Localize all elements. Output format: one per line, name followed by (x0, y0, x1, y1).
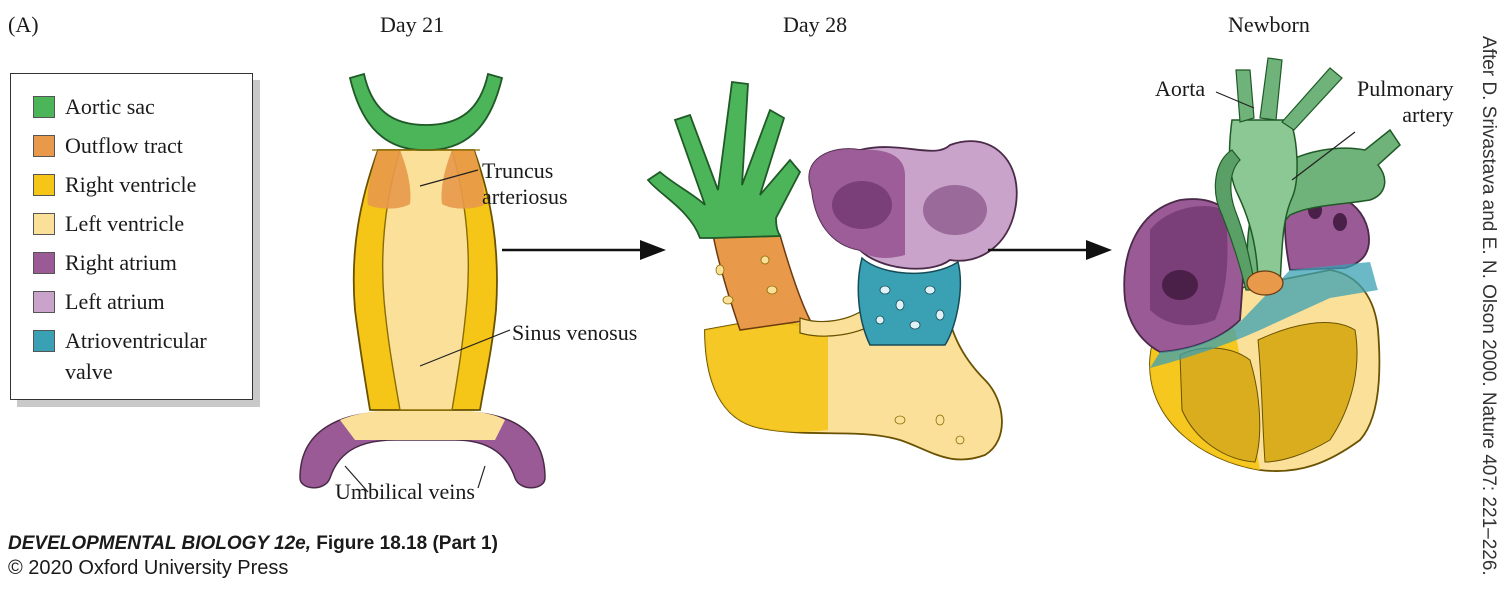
legend-label: Aortic sac (65, 94, 155, 119)
day21-aortic-sac (348, 72, 504, 151)
legend-swatch (33, 96, 55, 118)
leader-pulmonary (1291, 131, 1356, 181)
label-pulmonary-artery: Pulmonary artery (1357, 76, 1454, 127)
legend-label: Left ventricle (65, 211, 185, 236)
panel-label: (A) (8, 12, 39, 37)
legend-item-outflow-tract: Outflow tract (33, 130, 243, 161)
day28-valve-dots (875, 285, 945, 330)
book-title: DEVELOPMENTAL BIOLOGY 12e, (8, 533, 312, 554)
newborn-outflow (1246, 270, 1284, 296)
day28-trabeculae (715, 255, 965, 445)
source-credit: After D. Srivastava and E. N. Olson 2000… (1478, 36, 1499, 576)
day21-heart-tube (299, 72, 546, 489)
color-legend: Aortic sac Outflow tract Right ventricle… (10, 73, 253, 400)
newborn-lv-trabeculae (1257, 322, 1358, 463)
arrow-day21-to-day28 (502, 240, 666, 260)
day28-ra-opening (832, 181, 892, 229)
legend-label: Right ventricle (65, 172, 197, 197)
newborn-aortic-branch-1 (1235, 69, 1255, 123)
newborn-rv-trabeculae (1179, 347, 1261, 463)
legend-item-right-ventricle: Right ventricle (33, 169, 243, 200)
label-aorta: Aorta (1155, 76, 1206, 101)
stage-label-newborn: Newborn (1228, 12, 1310, 37)
legend-item-right-atrium: Right atrium (33, 247, 243, 278)
legend-swatch (33, 174, 55, 196)
leader-umbilical-right (477, 465, 486, 489)
legend-item-left-ventricle: Left ventricle (33, 208, 243, 239)
day28-right-ventricle (705, 320, 828, 432)
legend-label: Atrioventricular valve (65, 328, 207, 384)
legend-swatch (33, 291, 55, 313)
stage-label-day21: Day 21 (380, 12, 445, 37)
figure-caption: DEVELOPMENTAL BIOLOGY 12e, Figure 18.18 … (8, 533, 498, 555)
legend-item-av-valve: Atrioventricular valve (33, 325, 243, 387)
day28-av-valve (857, 256, 962, 346)
newborn-ra-opening (1162, 270, 1198, 300)
legend-label: Right atrium (65, 250, 177, 275)
day28-looped-heart (646, 80, 1018, 461)
day21-inner-lumen (381, 149, 470, 411)
leader-sinus (419, 329, 511, 367)
day28-la-opening (923, 185, 987, 235)
stage-label-day28: Day 28 (783, 12, 848, 37)
newborn-aortic-branch-2 (1259, 57, 1283, 121)
newborn-aortic-branch-3 (1281, 67, 1343, 131)
legend-label: Left atrium (65, 289, 165, 314)
label-umbilical-veins: Umbilical veins (335, 479, 475, 504)
legend-swatch (33, 252, 55, 274)
arrow-day28-to-newborn (988, 240, 1112, 260)
leader-umbilical-left (344, 465, 369, 493)
day21-sinus-region (340, 410, 505, 440)
label-truncus-arteriosus: Truncus arteriosus (482, 158, 568, 209)
legend-swatch (33, 135, 55, 157)
day28-outflow-tract (712, 234, 812, 331)
legend-swatch (33, 330, 55, 352)
newborn-heart (1123, 57, 1401, 472)
figure-number: Figure 18.18 (Part 1) (311, 533, 498, 554)
legend-swatch (33, 213, 55, 235)
day21-outflow-right (441, 150, 485, 209)
newborn-ra-interior (1150, 206, 1228, 326)
label-sinus-venosus: Sinus venosus (512, 320, 638, 345)
newborn-av-valve (1150, 262, 1378, 368)
legend-label: Outflow tract (65, 133, 183, 158)
leader-aorta (1215, 91, 1255, 109)
newborn-pulm-vein-2 (1333, 213, 1347, 231)
day21-outflow-left (367, 150, 411, 209)
day28-aortic-sac (646, 80, 802, 239)
legend-item-left-atrium: Left atrium (33, 286, 243, 317)
copyright-notice: © 2020 Oxford University Press (8, 557, 289, 579)
legend-item-aortic-sac: Aortic sac (33, 91, 243, 122)
leader-truncus (419, 169, 479, 187)
